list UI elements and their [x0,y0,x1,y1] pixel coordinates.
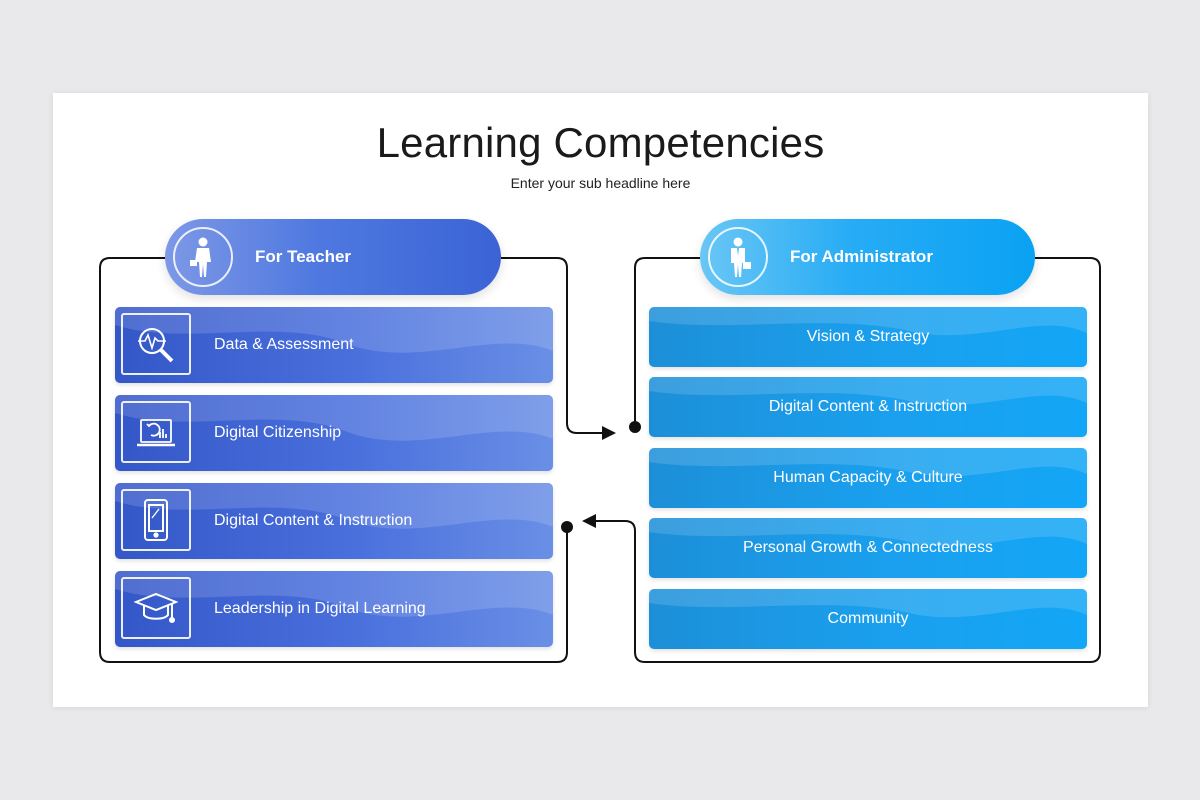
administrator-header-label: For Administrator [790,247,933,266]
administrator-item-personal-growth: Personal Growth & Connectedness [649,518,1087,578]
arrow-left-head [582,514,596,528]
teacher-item-digital-content: Digital Content & Instruction [115,483,553,559]
tablet-icon [121,489,191,551]
administrator-item-label: Personal Growth & Connectedness [743,539,993,556]
teacher-item-label: Data & Assessment [214,336,354,353]
teacher-item-leadership: Leadership in Digital Learning [115,571,553,647]
admin-frame-right [595,257,1101,663]
arrow-right-head [602,426,616,440]
administrator-item-digital-content: Digital Content & Instruction [649,377,1087,437]
teacher-item-data-assessment: Data & Assessment [115,307,553,383]
laptop-refresh-icon [121,401,191,463]
page-subtitle: Enter your sub headline here [510,175,691,191]
connector-dot-right [629,421,641,433]
teacher-header: For Teacher [165,219,501,295]
administrator-header: For Administrator [700,219,1035,295]
administrator-item-community: Community [649,589,1087,649]
slide: Learning Competencies Enter your sub hea… [53,93,1148,707]
teacher-frame-right [501,257,605,434]
connector-lines [99,257,1101,663]
administrator-item-human-capacity: Human Capacity & Culture [649,448,1087,508]
administrator-item-label: Vision & Strategy [806,328,930,345]
teacher-person-icon [173,227,233,287]
magnifier-pulse-icon [121,313,191,375]
admin-frame [634,257,700,426]
connector-dot-left [561,521,573,533]
teacher-frame [99,257,568,663]
page-title: Learning Competencies [376,119,825,166]
teacher-item-digital-citizenship: Digital Citizenship [115,395,553,471]
administrator-person-icon [708,227,768,287]
teacher-header-label: For Teacher [255,247,352,266]
administrator-item-label: Digital Content & Instruction [768,398,968,415]
administrator-item-label: Community [827,610,909,627]
graduation-cap-icon [121,577,191,639]
teacher-item-label: Digital Content & Instruction [214,512,413,529]
administrator-item-label: Human Capacity & Culture [773,469,963,486]
teacher-item-label: Leadership in Digital Learning [214,600,426,617]
administrator-item-vision-strategy: Vision & Strategy [649,307,1087,367]
teacher-item-label: Digital Citizenship [214,424,342,441]
